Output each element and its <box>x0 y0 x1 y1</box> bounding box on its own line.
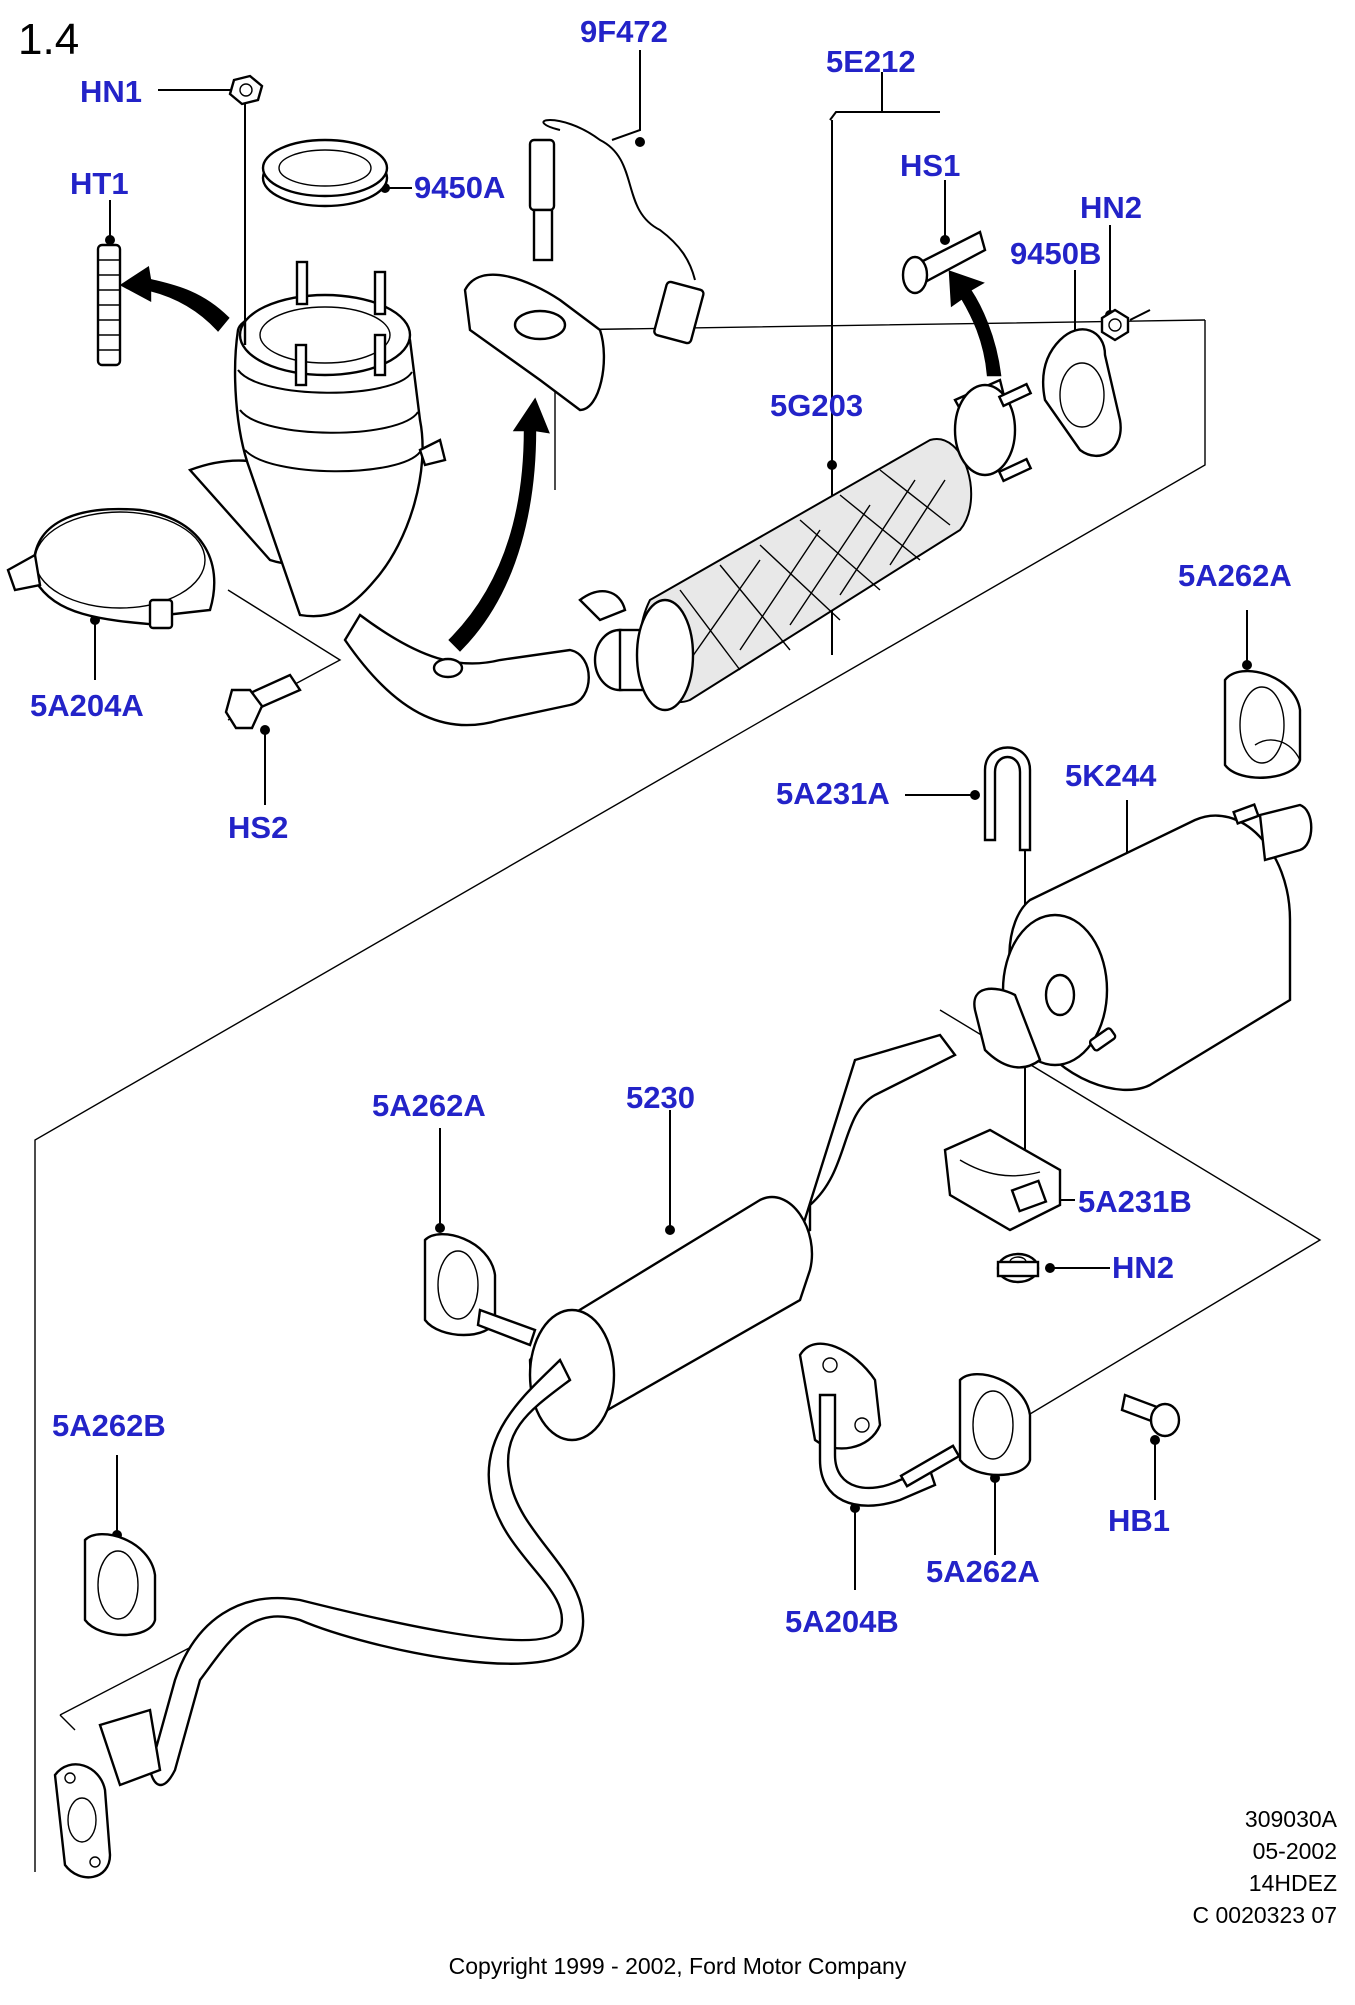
callout-5e212: 5E212 <box>826 44 916 79</box>
arrows <box>119 265 1002 652</box>
nut-hn2-top <box>1100 308 1130 342</box>
callout-hn1: HN1 <box>80 74 143 109</box>
callout-5a231a: 5A231A <box>776 776 890 811</box>
callout-ht1: HT1 <box>70 166 129 201</box>
hanger-5a262a-bottom <box>958 1373 1032 1477</box>
callout-hs2: HS2 <box>228 810 289 845</box>
reference-line-2: 05-2002 <box>1252 1838 1337 1864</box>
reference-line-4: C 0020323 07 <box>1192 1902 1337 1928</box>
bolt-hs1 <box>901 230 987 295</box>
callout-5a204b: 5A204B <box>785 1604 899 1639</box>
callout-5a262a-mid: 5A262A <box>372 1088 486 1123</box>
callout-9f472: 9F472 <box>580 14 668 49</box>
callout-hs1: HS1 <box>900 148 961 183</box>
callout-9450b: 9450B <box>1010 236 1102 271</box>
callout-5k244: 5K244 <box>1065 758 1157 793</box>
gasket-9450a <box>261 138 389 208</box>
hanger-5a262b <box>83 1533 157 1637</box>
copyright-notice: Copyright 1999 - 2002, Ford Motor Compan… <box>448 1953 907 1979</box>
oxygen-sensor-9f472 <box>463 119 705 412</box>
hanger-5a262a-mid <box>423 1233 537 1347</box>
callout-hn2-top: HN2 <box>1080 190 1143 225</box>
callout-5a262a-bottom: 5A262A <box>926 1554 1040 1589</box>
reference-line-3: 14HDEZ <box>1248 1870 1337 1896</box>
callout-5a262a-top: 5A262A <box>1178 558 1292 593</box>
bracket-5a204b <box>798 1342 961 1507</box>
rear-muffler-5k244 <box>973 803 1313 1092</box>
u-bolt-5a231a <box>983 746 1032 852</box>
middle-muffler-5230 <box>98 1033 957 1787</box>
catalytic-converter <box>187 260 590 727</box>
callout-5230: 5230 <box>626 1080 695 1115</box>
front-flange <box>53 1763 112 1879</box>
callout-9450a: 9450A <box>414 170 506 205</box>
nut-hn1 <box>228 74 264 106</box>
callout-5g203: 5G203 <box>770 388 864 423</box>
callout-5a204a: 5A204A <box>30 688 144 723</box>
callout-5a231b: 5A231B <box>1078 1184 1192 1219</box>
callout-5a262b: 5A262B <box>52 1408 166 1443</box>
assembly-frame-lines <box>34 319 1322 1872</box>
gasket-9450b <box>1041 328 1122 458</box>
clamp-5a231b <box>943 1128 1062 1232</box>
page-number: 1.4 <box>18 15 80 64</box>
flex-pipe-5g203 <box>578 378 1033 712</box>
nut-hn2-bottom <box>996 1252 1040 1284</box>
hanger-5a262a-top <box>1223 669 1302 779</box>
reference-line-1: 309030A <box>1244 1806 1337 1832</box>
callout-hb1: HB1 <box>1108 1503 1171 1538</box>
clamp-5a204a <box>6 507 216 630</box>
stud-ht1 <box>96 243 122 367</box>
callout-hn2-bottom: HN2 <box>1112 1250 1175 1285</box>
bolt-hs2 <box>224 673 302 730</box>
bolt-hb1 <box>1120 1393 1181 1438</box>
